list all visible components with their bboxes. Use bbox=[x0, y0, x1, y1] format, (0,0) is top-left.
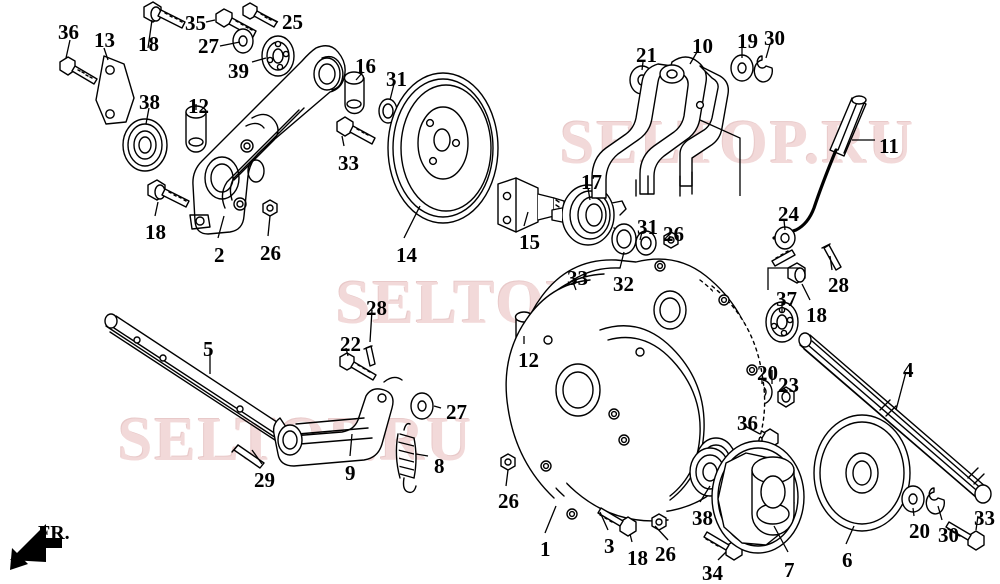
callout-26a[interactable]: 26 bbox=[260, 241, 281, 265]
callout-31b[interactable]: 31 bbox=[637, 215, 658, 239]
callout-7[interactable]: 7 bbox=[784, 558, 795, 582]
callout-4[interactable]: 4 bbox=[903, 358, 914, 382]
callout-30b[interactable]: 30 bbox=[938, 523, 959, 547]
callout-28b[interactable]: 28 bbox=[366, 296, 387, 320]
callout-38a[interactable]: 38 bbox=[139, 90, 160, 114]
callout-13[interactable]: 13 bbox=[94, 28, 115, 52]
callout-29[interactable]: 29 bbox=[254, 468, 275, 492]
callout-26b[interactable]: 26 bbox=[663, 222, 684, 246]
callout-6[interactable]: 6 bbox=[842, 548, 853, 572]
callout-18d[interactable]: 18 bbox=[627, 546, 648, 570]
callout-18b[interactable]: 18 bbox=[145, 220, 166, 244]
callout-24[interactable]: 24 bbox=[778, 202, 799, 226]
callout-20a[interactable]: 20 bbox=[757, 361, 778, 385]
callout-36[interactable]: 36 bbox=[58, 20, 79, 44]
callout-19[interactable]: 19 bbox=[737, 29, 758, 53]
callout-35[interactable]: 35 bbox=[185, 11, 206, 35]
callout-1[interactable]: 1 bbox=[540, 537, 551, 561]
callout-27a[interactable]: 27 bbox=[198, 34, 219, 58]
callout-37[interactable]: 37 bbox=[776, 287, 797, 311]
callout-25[interactable]: 25 bbox=[282, 10, 303, 34]
callout-12b[interactable]: 12 bbox=[518, 348, 539, 372]
callout-21[interactable]: 21 bbox=[636, 43, 657, 67]
callout-3[interactable]: 3 bbox=[604, 534, 615, 558]
callout-12a[interactable]: 12 bbox=[188, 94, 209, 118]
callout-31a[interactable]: 31 bbox=[386, 67, 407, 91]
callout-15[interactable]: 15 bbox=[519, 230, 540, 254]
callout-38b[interactable]: 38 bbox=[692, 506, 713, 530]
callout-5[interactable]: 5 bbox=[203, 337, 214, 361]
callout-8[interactable]: 8 bbox=[434, 454, 445, 478]
callout-27b[interactable]: 27 bbox=[446, 400, 467, 424]
callout-22[interactable]: 22 bbox=[340, 332, 361, 356]
callout-39[interactable]: 39 bbox=[228, 59, 249, 83]
callout-30a[interactable]: 30 bbox=[764, 26, 785, 50]
callout-18c[interactable]: 18 bbox=[806, 303, 827, 327]
orientation-label: FR. bbox=[38, 522, 70, 544]
callout-26d[interactable]: 26 bbox=[655, 542, 676, 566]
callout-32[interactable]: 32 bbox=[613, 272, 634, 296]
callout-23[interactable]: 23 bbox=[778, 373, 799, 397]
callout-28a[interactable]: 28 bbox=[828, 273, 849, 297]
callout-34[interactable]: 34 bbox=[702, 561, 723, 584]
callout-9[interactable]: 9 bbox=[345, 461, 356, 485]
callout-18a[interactable]: 18 bbox=[138, 32, 159, 56]
callout-16[interactable]: 16 bbox=[355, 54, 376, 78]
callout-10[interactable]: 10 bbox=[692, 34, 713, 58]
callout-20b[interactable]: 20 bbox=[909, 519, 930, 543]
callout-36b[interactable]: 36 bbox=[737, 411, 758, 435]
callout-33a[interactable]: 33 bbox=[338, 151, 359, 175]
callout-33b[interactable]: 33 bbox=[567, 266, 588, 290]
callout-14[interactable]: 14 bbox=[396, 243, 417, 267]
callout-17[interactable]: 17 bbox=[581, 170, 602, 194]
callout-11[interactable]: 11 bbox=[879, 134, 899, 158]
callout-2[interactable]: 2 bbox=[214, 243, 225, 267]
callout-26c[interactable]: 26 bbox=[498, 489, 519, 513]
callout-33c[interactable]: 33 bbox=[974, 506, 995, 530]
